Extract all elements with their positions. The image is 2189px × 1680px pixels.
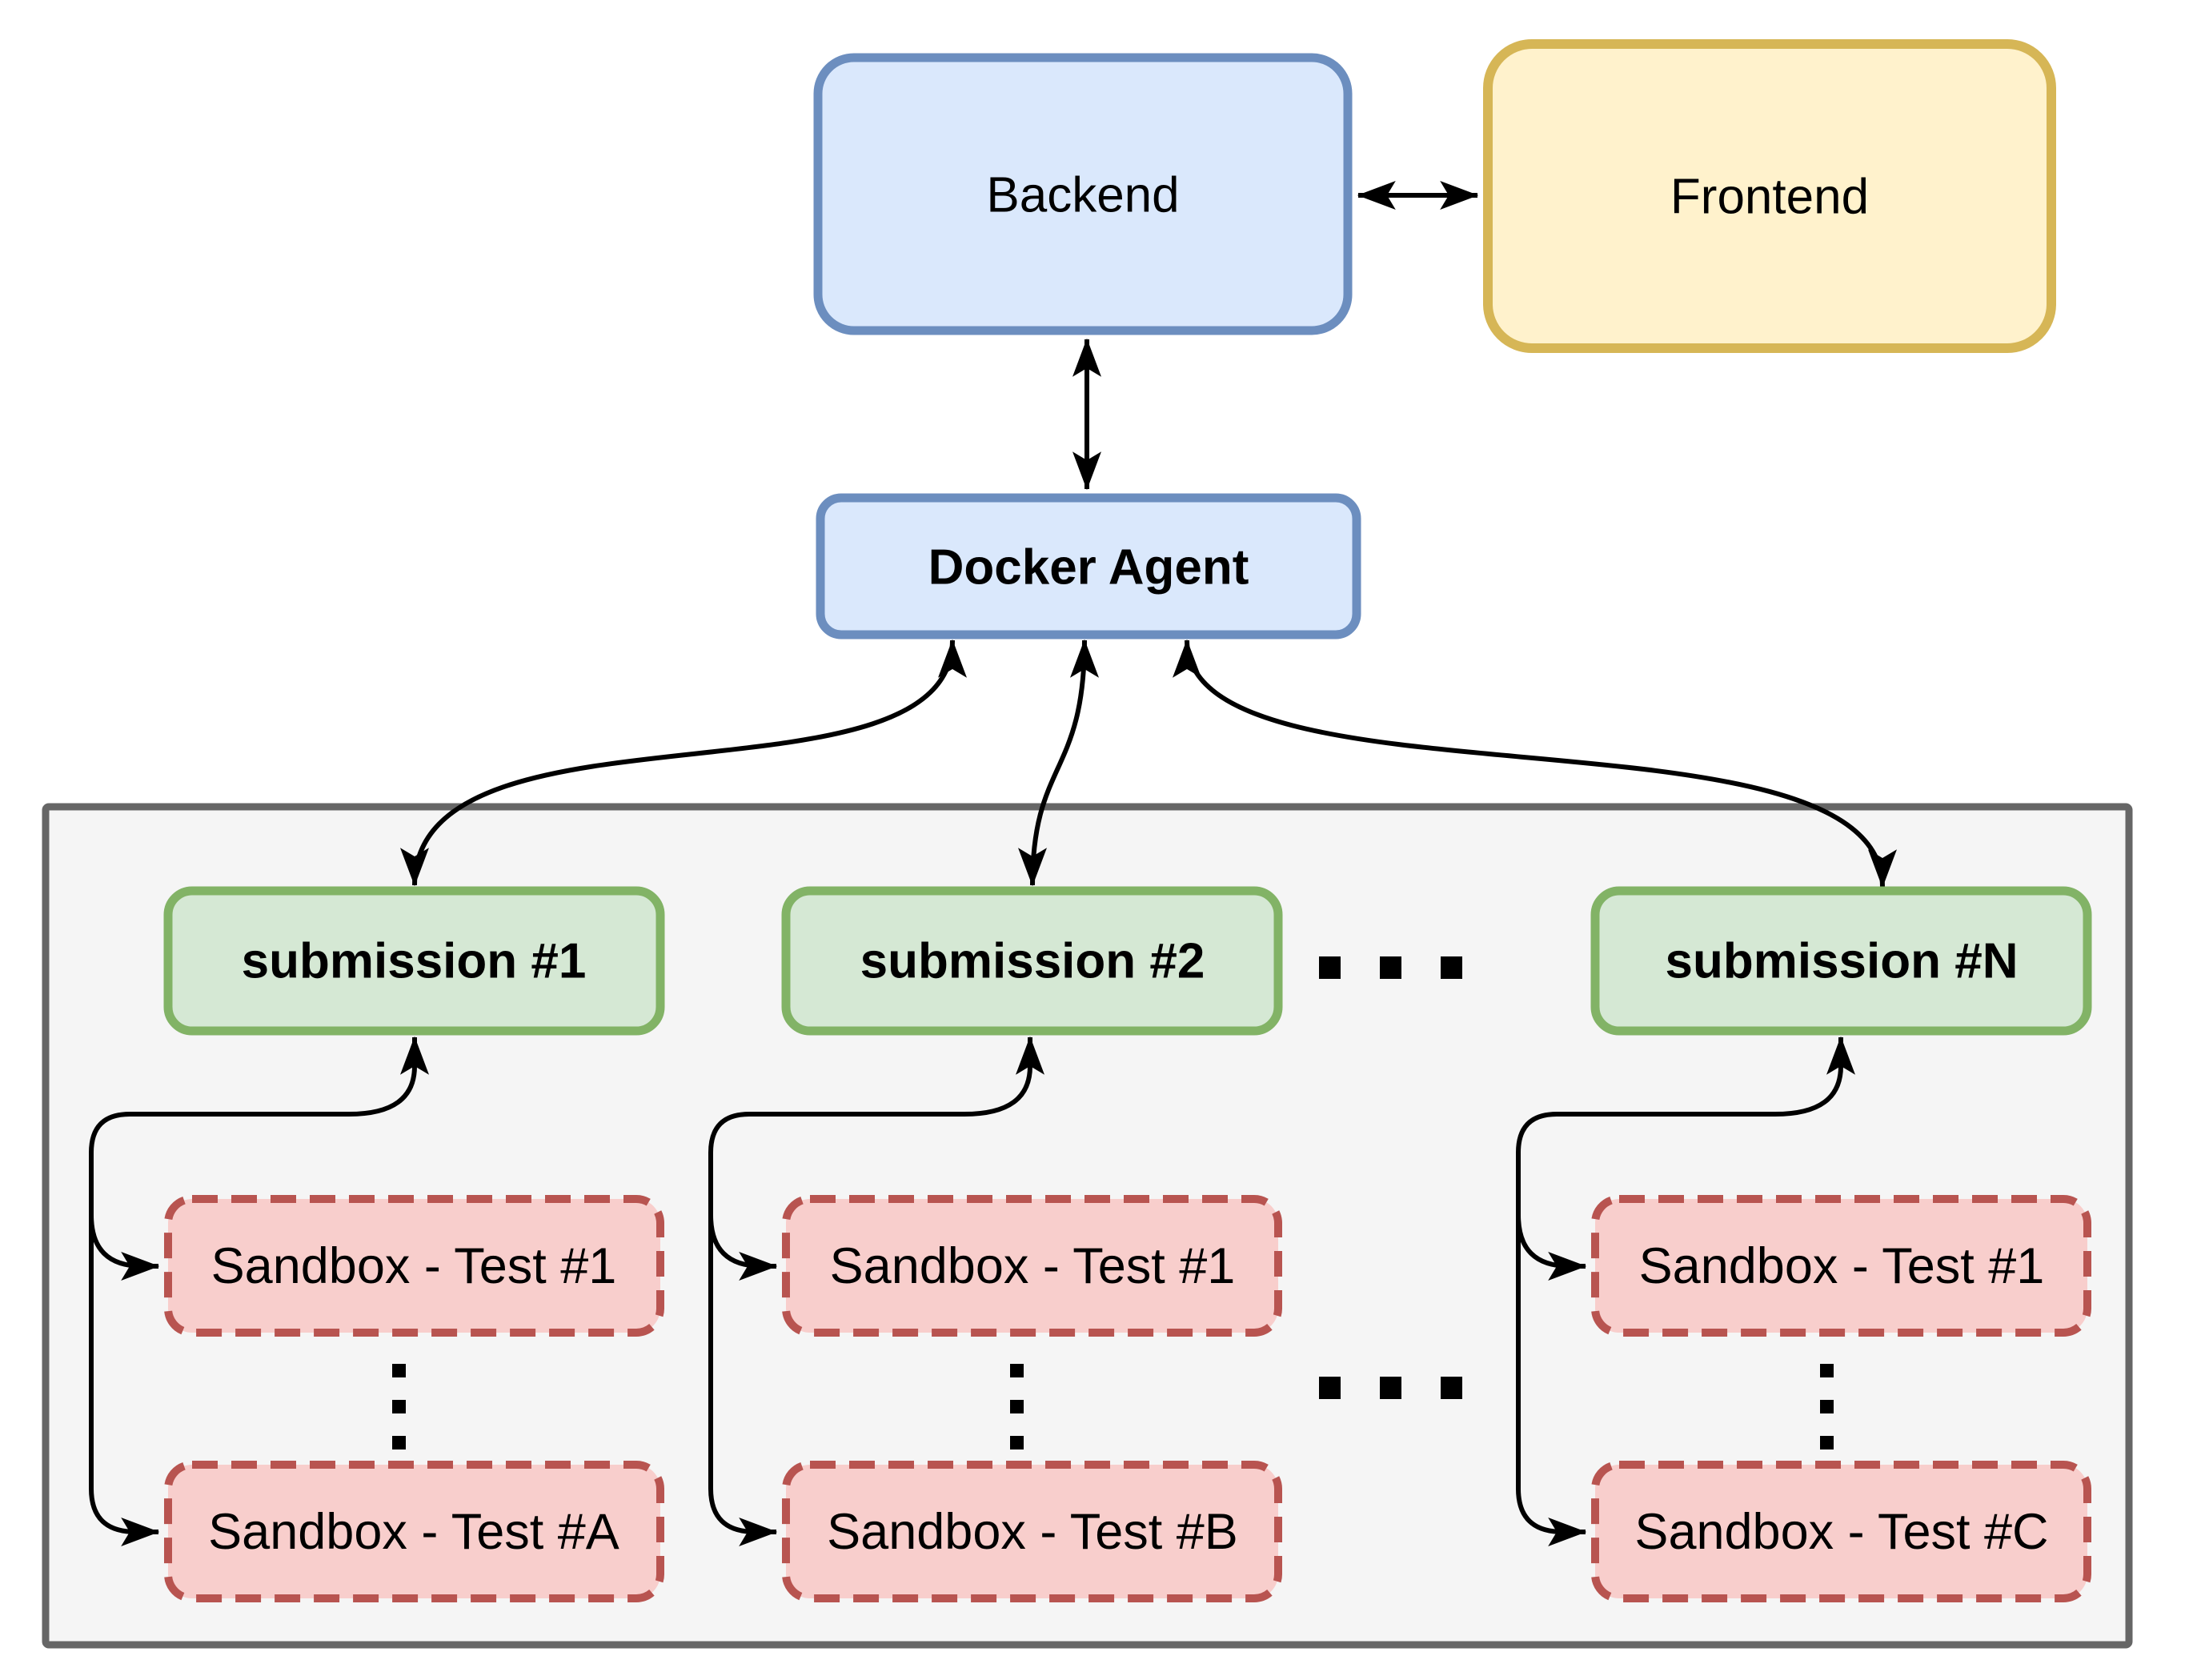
ellipsis-dot (392, 1400, 406, 1413)
connector-sandboxes-to-submission-n (1516, 1036, 1855, 1489)
submission-column-2: submission #2 Sandbox - Test #1 Sandbox … (708, 886, 1283, 1602)
ellipsis-dot (1441, 956, 1462, 979)
vertical-ellipsis-column-2 (1010, 1364, 1024, 1449)
ellipsis-dot (1380, 1377, 1401, 1399)
vertical-ellipsis-column-n (1820, 1364, 1834, 1449)
ellipsis-dot (1010, 1364, 1024, 1377)
frontend-box (1483, 39, 2056, 353)
submission-n-box (1590, 886, 2092, 1036)
submission-n-label: submission #N (1666, 934, 2019, 989)
edge-docker-submission-n (1173, 639, 1897, 888)
sandbox-2-test-1-box (782, 1195, 1282, 1337)
edge-docker-submission-2 (1018, 639, 1099, 887)
submission-1-label: submission #1 (242, 934, 587, 989)
connector-sandboxes-to-submission-1 (89, 1036, 429, 1489)
connector-branch-sandbox-2-test-1 (708, 1214, 778, 1281)
ellipsis-dot (1319, 1377, 1341, 1399)
ellipsis-dot (1820, 1436, 1834, 1449)
sandbox-n-test-1-box (1591, 1195, 2091, 1337)
connector-sandboxes-to-submission-2 (708, 1036, 1044, 1489)
ellipsis-dot (392, 1364, 406, 1377)
sandbox-1-test-1-label: Sandbox - Test #1 (211, 1238, 617, 1294)
submission-2-box (781, 886, 1283, 1036)
ellipsis-dot (1010, 1436, 1024, 1449)
horizontal-ellipsis-submission-row (1319, 956, 1462, 979)
submission-2-label: submission #2 (860, 934, 1205, 989)
connector-branch-sandbox-2-test-b (708, 1488, 778, 1546)
ellipsis-dot (392, 1436, 406, 1449)
docker-agent-label: Docker Agent (928, 540, 1249, 595)
sandbox-2-test-b-box (782, 1461, 1282, 1602)
ellipsis-dot (1441, 1377, 1462, 1399)
submission-1-box (163, 886, 665, 1036)
docker-agent-node: Docker Agent (816, 493, 1361, 640)
ellipsis-dot (1319, 956, 1341, 979)
connector-branch-sandbox-1-test-a (89, 1488, 160, 1546)
sandbox-1-test-a-label: Sandbox - Test #A (208, 1504, 619, 1560)
sandbox-2-test-b-label: Sandbox - Test #B (827, 1504, 1238, 1560)
frontend-node: Frontend (1483, 39, 2056, 353)
sandbox-1-test-1-box (164, 1195, 664, 1337)
connector-branch-sandbox-n-test-1 (1516, 1214, 1587, 1281)
backend-node: Backend (813, 53, 1353, 335)
connector-branch-sandbox-n-test-c (1516, 1488, 1587, 1546)
docker-agent-box (816, 493, 1361, 640)
ellipsis-dot (1820, 1400, 1834, 1413)
ellipsis-dot (1820, 1364, 1834, 1377)
submission-column-n: submission #N Sandbox - Test #1 Sandbox … (1516, 886, 2092, 1602)
backend-box (813, 53, 1353, 335)
edge-docker-submission-1 (400, 639, 967, 887)
sandbox-n-test-1-label: Sandbox - Test #1 (1639, 1238, 2045, 1294)
sandbox-1-test-a-box (164, 1461, 664, 1602)
connector-branch-sandbox-1-test-1 (89, 1214, 160, 1281)
ellipsis-dot (1380, 956, 1401, 979)
ellipsis-dot (1010, 1400, 1024, 1413)
sandbox-2-test-1-label: Sandbox - Test #1 (830, 1238, 1236, 1294)
horizontal-ellipsis-sandbox-row (1319, 1377, 1462, 1399)
vertical-ellipsis-column-1 (392, 1364, 406, 1449)
sandbox-n-test-c-box (1591, 1461, 2091, 1602)
backend-label: Backend (986, 168, 1179, 223)
frontend-label: Frontend (1670, 170, 1869, 225)
sandbox-n-test-c-label: Sandbox - Test #C (1634, 1504, 2048, 1560)
submission-column-1: submission #1 Sandbox - Test #1 Sandbox … (89, 886, 665, 1602)
